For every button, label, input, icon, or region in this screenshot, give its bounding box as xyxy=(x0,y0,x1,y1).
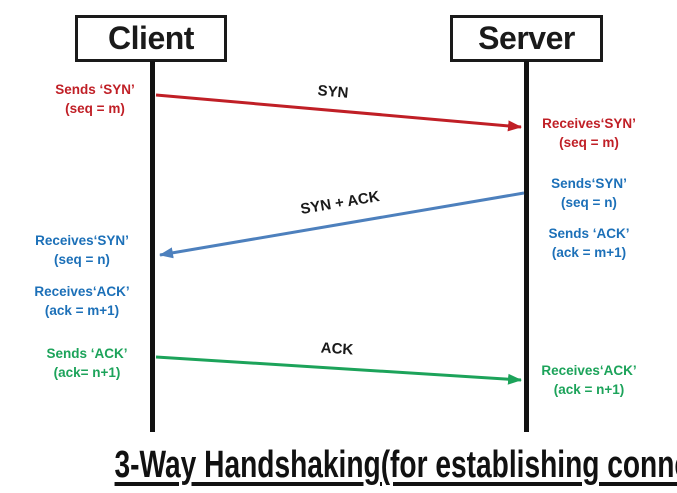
annotation-line: Receives‘ACK’ xyxy=(34,284,130,299)
client-actor-box: Client xyxy=(75,15,227,62)
client-sends-ack-annotation: Sends ‘ACK’ (ack= n+1) xyxy=(22,344,152,382)
annotation-line: Receives‘SYN’ xyxy=(35,233,129,248)
annotation-line: (ack = n+1) xyxy=(553,382,625,397)
client-actor-label: Client xyxy=(108,20,194,56)
annotation-line: Sends‘SYN’ xyxy=(551,176,627,191)
ack-message-label: ACK xyxy=(320,339,354,359)
client-lifeline xyxy=(150,61,155,432)
server-actor-label: Server xyxy=(478,20,575,56)
annotation-line: (seq = m) xyxy=(559,135,619,150)
server-actor-box: Server xyxy=(450,15,603,62)
syn-arrow xyxy=(155,93,522,132)
annotation-line: Sends ‘SYN’ xyxy=(55,82,135,97)
annotation-line: (ack= n+1) xyxy=(53,365,121,380)
diagram-title: 3-Way Handshaking(for establishing conne… xyxy=(0,444,677,487)
diagram-title-text: 3-Way Handshaking(for establishing conne… xyxy=(114,444,677,486)
client-sends-syn-annotation: Sends ‘SYN’ (seq = m) xyxy=(30,80,160,118)
syn-message-label: SYN xyxy=(316,82,350,102)
server-lifeline xyxy=(524,61,529,432)
server-sends-ack-annotation: Sends ‘ACK’ (ack = m+1) xyxy=(524,224,654,262)
annotation-line: (seq = n) xyxy=(561,195,617,210)
annotation-line: Sends ‘ACK’ xyxy=(548,226,630,241)
ack-arrow xyxy=(155,355,522,385)
syn-ack-arrow xyxy=(159,191,525,259)
annotation-line: (seq = m) xyxy=(65,101,125,116)
annotation-line: (ack = m+1) xyxy=(44,303,120,318)
server-receives-ack-annotation: Receives‘ACK’ (ack = n+1) xyxy=(524,361,654,399)
annotation-line: Receives‘SYN’ xyxy=(542,116,636,131)
annotation-line: (seq = n) xyxy=(54,252,110,267)
client-receives-syn-annotation: Receives‘SYN’ (seq = n) xyxy=(17,231,147,269)
annotation-line: Sends ‘ACK’ xyxy=(46,346,128,361)
annotation-line: Receives‘ACK’ xyxy=(541,363,637,378)
client-receives-ack-annotation: Receives‘ACK’ (ack = m+1) xyxy=(17,282,147,320)
server-receives-syn-annotation: Receives‘SYN’ (seq = m) xyxy=(524,114,654,152)
annotation-line: (ack = m+1) xyxy=(551,245,627,260)
server-sends-syn-annotation: Sends‘SYN’ (seq = n) xyxy=(524,174,654,212)
